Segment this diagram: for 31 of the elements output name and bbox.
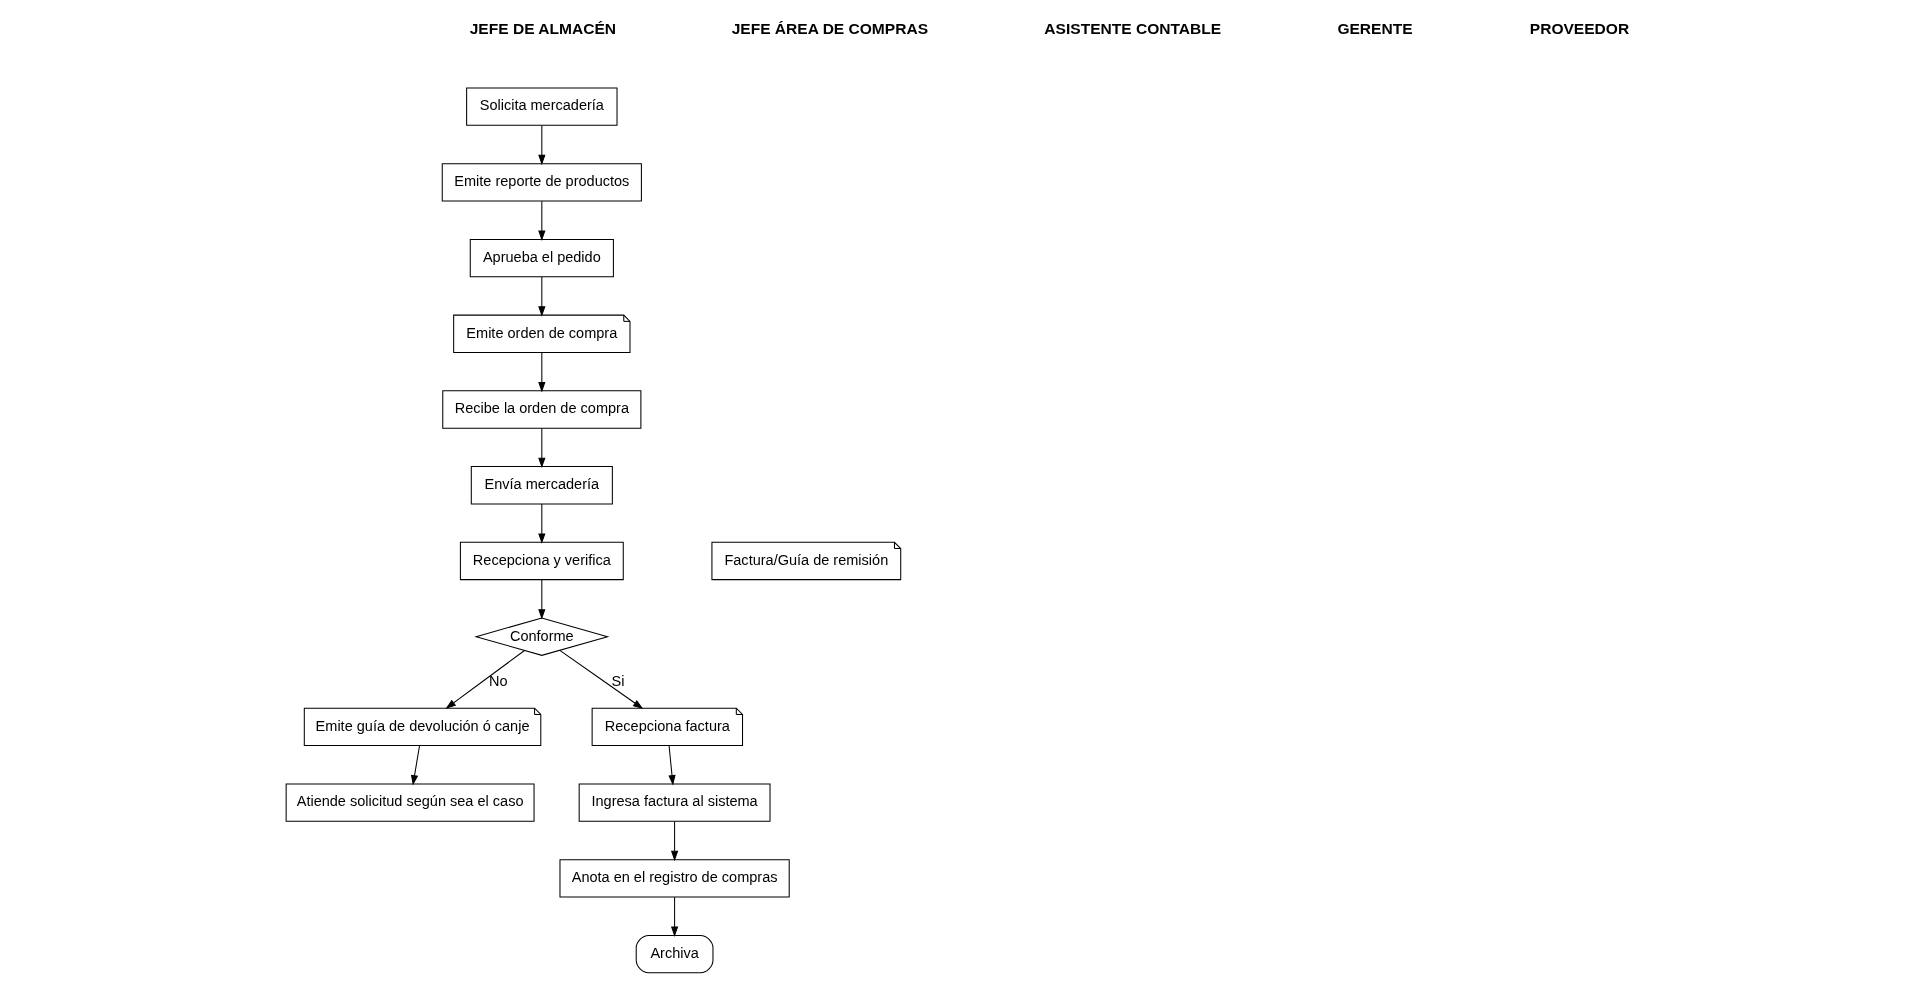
- arrow: [537, 579, 545, 620]
- node-box: Emite reporte de productos: [441, 163, 642, 202]
- node-box: Aprueba el pedido: [469, 238, 614, 278]
- label: JEFE DE ALMACÉN: [469, 19, 616, 37]
- arrow: [410, 745, 420, 786]
- edge-label: Si: [611, 672, 625, 689]
- arrow: [537, 276, 545, 317]
- arrow: [537, 125, 545, 166]
- node-box: Envía mercadería: [470, 466, 613, 505]
- label: GERENTE: [1336, 19, 1413, 37]
- node-diamond: Conforme: [473, 617, 609, 656]
- node-box: Archiva: [635, 934, 713, 974]
- node-box: Ingresa factura al sistema: [578, 783, 771, 822]
- arrow: [537, 503, 545, 544]
- node-box: Recibe la orden de compra: [441, 390, 641, 429]
- arrow: [670, 821, 678, 862]
- label: JEFE ÁREA DE COMPRAS: [731, 19, 928, 37]
- node-box: Anota en el registro de compras: [558, 859, 790, 898]
- arrow: [537, 352, 545, 393]
- arrow: [537, 427, 545, 469]
- arrow: [558, 649, 643, 709]
- arrow: [537, 200, 545, 241]
- arrow: [445, 650, 525, 709]
- edge-label: No: [488, 672, 508, 689]
- node-box: Solicita mercadería: [465, 87, 618, 126]
- arrow: [670, 896, 678, 937]
- node-box: Recepciona y verifica: [459, 541, 624, 581]
- label: PROVEEDOR: [1529, 19, 1629, 37]
- label: ASISTENTE CONTABLE: [1043, 19, 1221, 37]
- arrow: [667, 745, 676, 786]
- node-box: Atiende solicitud según sea el caso: [285, 783, 535, 822]
